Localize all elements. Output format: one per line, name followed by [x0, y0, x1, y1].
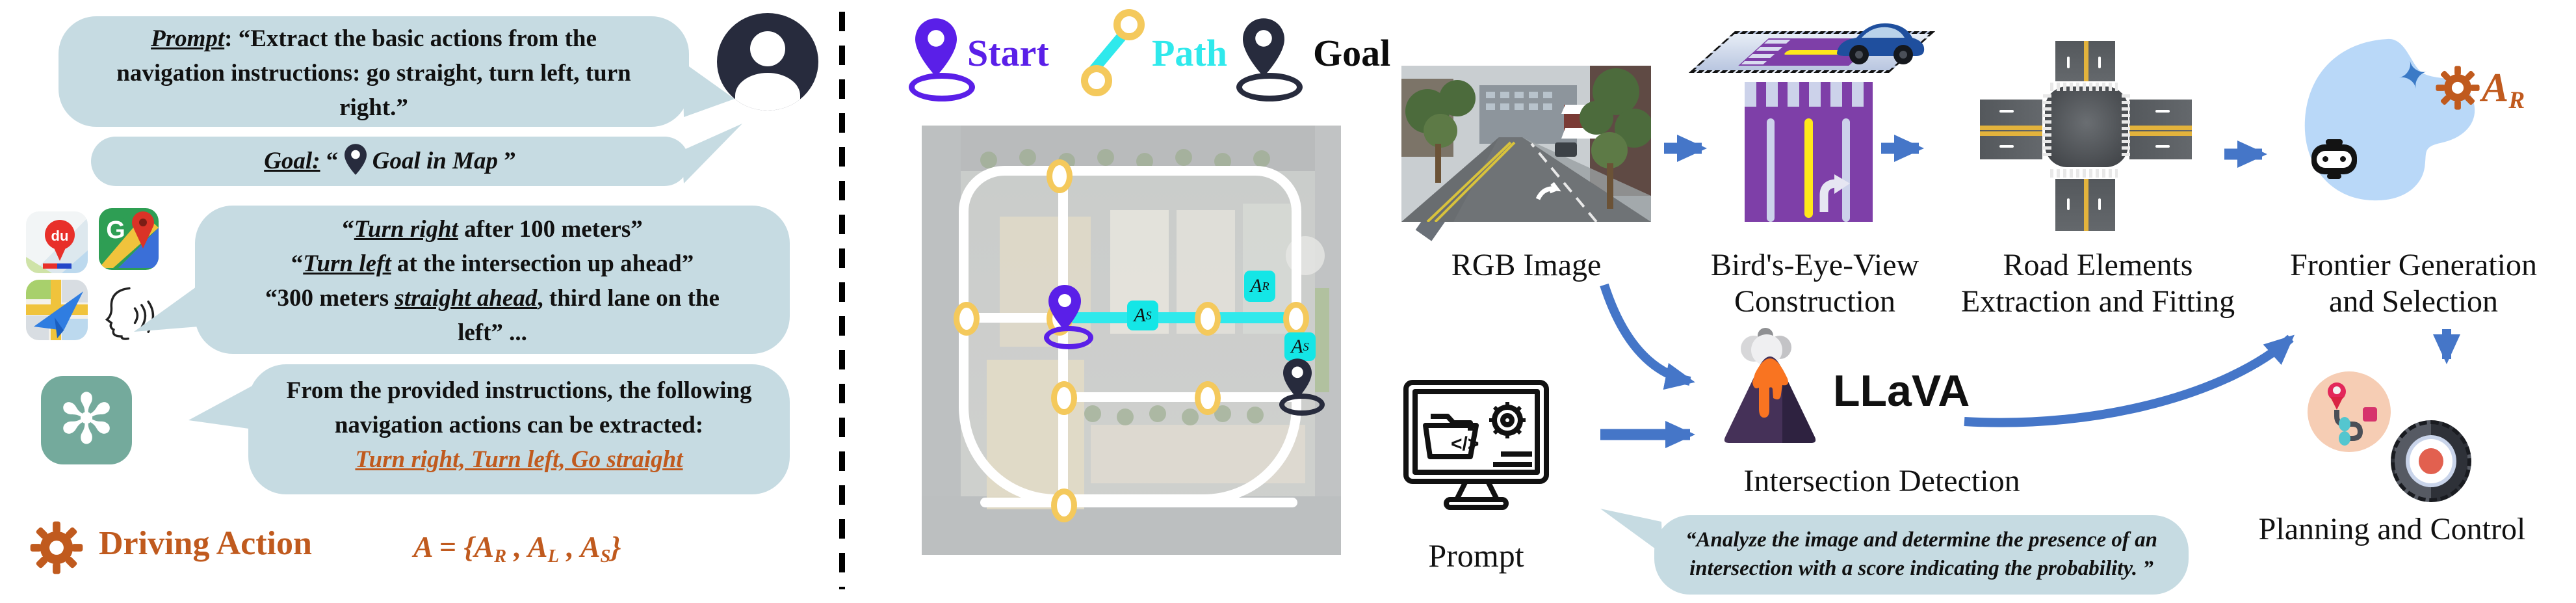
- svg-text:G: G: [106, 217, 125, 244]
- bev-turn-arrow-icon: [1819, 174, 1850, 212]
- bev-image: [1745, 82, 1873, 222]
- prompt-bubble: Prompt: “Extract the basic actions from …: [59, 16, 689, 127]
- map-node: [1195, 302, 1221, 336]
- map-node: [1047, 159, 1073, 193]
- prompt-label: Prompt: [151, 25, 225, 52]
- baidu-maps-icon: du: [26, 211, 88, 273]
- goal-pin-icon-legend: [1243, 18, 1284, 77]
- legend-goal-label: Goal: [1313, 32, 1391, 74]
- map-start-ring: [1044, 326, 1093, 349]
- prompt-line3: right.”: [339, 94, 408, 121]
- turn-right-em: Turn right: [354, 216, 458, 243]
- driving-action-label: Driving Action: [99, 525, 312, 562]
- map-start-pin: [1048, 285, 1081, 330]
- svg-text:du: du: [51, 228, 69, 244]
- legend-start-label: Start: [967, 32, 1049, 74]
- goal-text: Goal in Map: [372, 148, 499, 174]
- driving-gear-icon: [30, 521, 83, 574]
- intersection-detection-label: Intersection Detection: [1743, 464, 2020, 498]
- nav-instructions-bubble: “Turn right after 100 meters” “Turn left…: [195, 206, 790, 354]
- turn-left-em: Turn left: [303, 250, 391, 277]
- start-pin-ring: [909, 73, 975, 101]
- start-pin-icon: [915, 18, 957, 77]
- extracted-actions-bubble: From the provided instructions, the foll…: [248, 364, 790, 494]
- voice-navigation-icon: [99, 285, 163, 341]
- robot-icon: [2311, 139, 2357, 179]
- map-road-loop: [959, 166, 1301, 504]
- control-wheel-icon: [2391, 420, 2471, 502]
- map-node: [1051, 381, 1077, 415]
- prompt-line1: “Extract the basic actions from the: [238, 25, 597, 52]
- llava-prompt-bubble: “Analyze the image and determine the pre…: [1654, 515, 2189, 595]
- chatgpt-logo-icon: ✻: [41, 376, 132, 464]
- extracted-line1: From the provided instructions, the foll…: [286, 377, 752, 404]
- llava-bubble-tail: [1600, 509, 1663, 554]
- google-maps-icon: G: [99, 208, 159, 270]
- llava-logo-icon: [1724, 328, 1816, 443]
- goal-pin-ring: [1236, 73, 1303, 101]
- driving-action-formula: A = {AR , AL , AS}: [413, 530, 621, 567]
- llava-to-frontier-arrow: [1964, 334, 2295, 427]
- car-icon: [1837, 23, 1925, 64]
- road-elements-label: Road Elements Extraction and Fitting: [1960, 248, 2235, 319]
- frontier-label: Frontier Generation and Selection: [2290, 248, 2537, 319]
- amap-icon: [26, 280, 88, 340]
- goal-pin-icon: [344, 144, 367, 175]
- user-avatar-icon: [717, 13, 818, 111]
- section-divider: [839, 12, 845, 589]
- map-road-h3: [980, 498, 1297, 507]
- map-node: [954, 302, 980, 336]
- extracted-actions-em: Turn right, Turn left, Go straight: [355, 446, 683, 473]
- path-legend-icon: [1076, 8, 1147, 96]
- goal-bubble: Goal: “ Goal in Map ”: [91, 137, 689, 186]
- bev-crosswalk: [1745, 82, 1873, 107]
- bev-label: Bird's-Eye-View Construction: [1710, 248, 1919, 319]
- legend-path-label: Path: [1152, 32, 1227, 74]
- straight-ahead-em: straight ahead: [395, 285, 538, 312]
- rgb-to-llava-arrow: [1600, 283, 1695, 390]
- map-goal-pin: [1283, 358, 1312, 399]
- planning-control-label: Planning and Control: [2258, 512, 2526, 546]
- bubble4-tail: [189, 385, 254, 429]
- prompt-monitor-icon: </>: [1403, 380, 1549, 510]
- rgb-image: [1401, 66, 1651, 222]
- llava-label: LLaVA: [1833, 366, 1970, 416]
- map-node: [1195, 381, 1221, 415]
- frontier-action-badge: AR: [2482, 66, 2525, 114]
- map-road-h2: [1063, 392, 1297, 402]
- route-planning-icon: [2308, 371, 2391, 452]
- map-goal-ring: [1279, 394, 1325, 416]
- map-path-horizontal: [1067, 312, 1301, 323]
- bubble-tails: [134, 62, 1663, 554]
- bev-center-line: [1804, 118, 1813, 218]
- extracted-line2: navigation actions can be extracted:: [334, 412, 704, 438]
- map-node: [1283, 302, 1309, 336]
- frontier-gear-icon: [2436, 66, 2480, 110]
- goal-label: Goal:: [264, 148, 320, 174]
- nav-line4: left” ...: [458, 319, 527, 346]
- map-node: [1051, 489, 1077, 522]
- svg-text:</>: </>: [1451, 433, 1479, 455]
- bubble2-tail: [681, 124, 742, 183]
- prompt-label-bottom: Prompt: [1428, 537, 1524, 574]
- bubble1-tail: [683, 62, 735, 117]
- rgb-image-label: RGB Image: [1451, 248, 1602, 282]
- prompt-line2: navigation instructions: go straight, tu…: [116, 60, 631, 87]
- road-elements-image: [1980, 41, 2192, 231]
- bubble3-tail: [134, 285, 199, 332]
